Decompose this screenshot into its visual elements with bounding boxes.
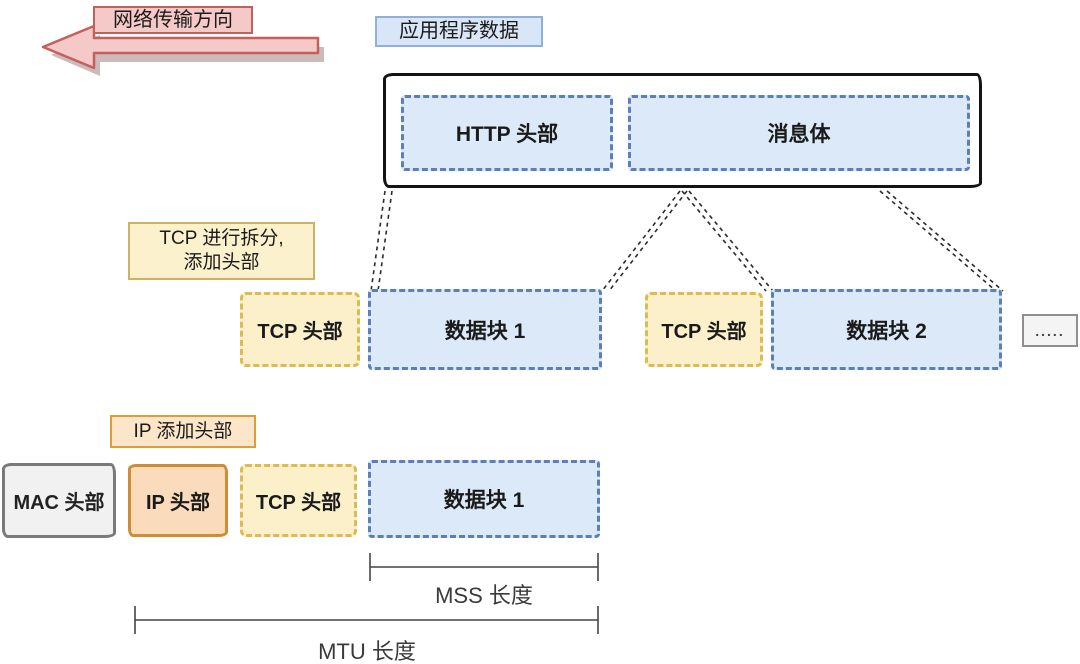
data-block-2: 数据块 2	[771, 289, 1002, 370]
tcp-header-3-block: TCP 头部	[240, 464, 357, 537]
tcp-split-note-line2: 添加头部	[183, 252, 260, 273]
tcp-split-note-line1: TCP 进行拆分,	[159, 228, 284, 250]
mac-header-block: MAC 头部	[2, 463, 116, 538]
data-block-1-packet: 数据块 1	[368, 460, 600, 538]
transmission-direction-label: 网络传输方向	[93, 6, 253, 34]
more-blocks-ellipsis: .....	[1022, 314, 1078, 347]
mtu-length-label: MTU 长度	[318, 639, 416, 664]
mss-measure-line	[369, 553, 599, 581]
ip-add-header-note: IP 添加头部	[110, 415, 256, 448]
mss-length-label: MSS 长度	[435, 583, 533, 608]
http-header-block: HTTP 头部	[401, 95, 613, 171]
tcp-header-2-block: TCP 头部	[645, 292, 763, 367]
app-data-container: HTTP 头部 消息体	[383, 73, 982, 188]
split-connector-lines	[370, 190, 1004, 292]
message-body-block: 消息体	[628, 95, 970, 171]
ip-header-block: IP 头部	[128, 464, 228, 537]
tcp-split-note: TCP 进行拆分, 添加头部	[128, 222, 315, 280]
data-block-1: 数据块 1	[368, 289, 602, 370]
app-data-label: 应用程序数据	[375, 16, 543, 47]
mtu-measure-line	[134, 606, 599, 634]
tcp-header-1-block: TCP 头部	[240, 292, 360, 367]
